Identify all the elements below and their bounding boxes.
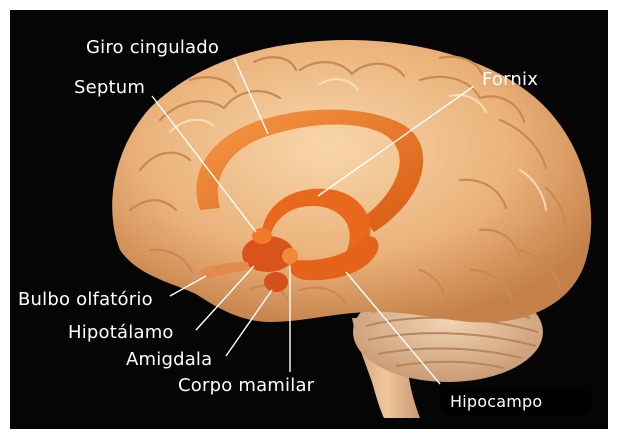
- label-giro-cingulado: Giro cingulado: [86, 38, 219, 58]
- label-amigdala: Amigdala: [126, 350, 212, 370]
- label-bulbo-olfatorio: Bulbo olfatório: [18, 290, 153, 310]
- mammillary-body: [282, 248, 298, 264]
- amygdala: [264, 272, 288, 292]
- label-corpo-mamilar: Corpo mamilar: [178, 376, 314, 396]
- label-hipocampo: Hipocampo: [450, 392, 542, 412]
- label-septum: Septum: [74, 78, 145, 98]
- label-fornix: Fornix: [482, 70, 538, 90]
- label-hipotalamo: Hipotálamo: [68, 323, 174, 343]
